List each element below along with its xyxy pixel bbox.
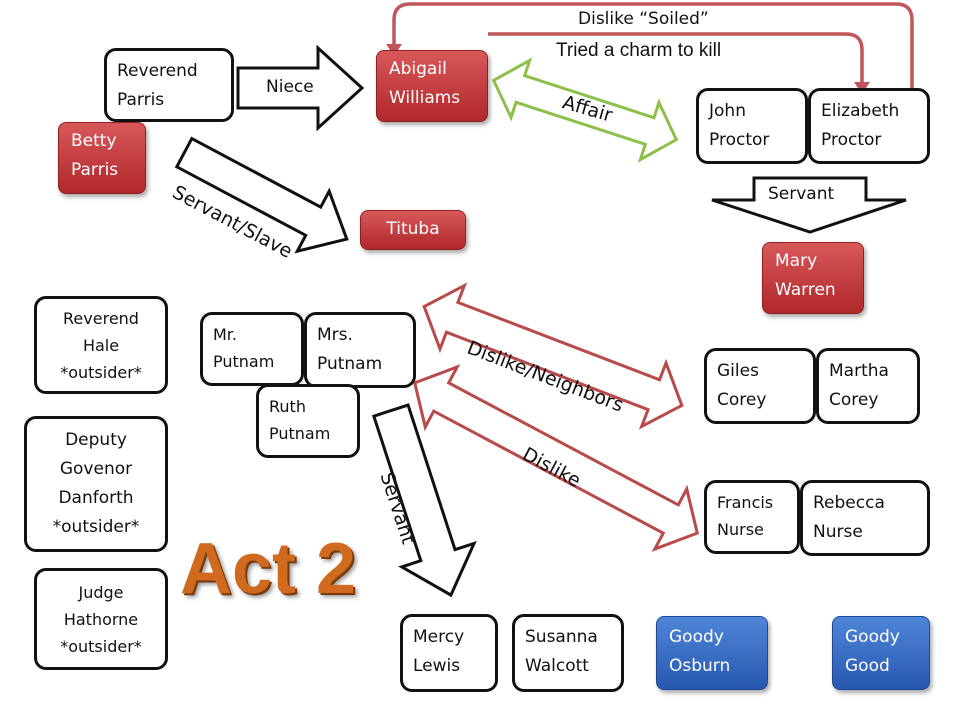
act-title: Act 2: [180, 529, 357, 609]
box-martha-corey: Martha Corey: [816, 348, 920, 424]
box-mercy-lewis: Mercy Lewis: [400, 614, 498, 692]
box-goody-good: Goody Good: [832, 616, 930, 690]
affair-arrow: [491, 57, 679, 163]
box-francis-nurse: Francis Nurse: [704, 480, 800, 554]
dislike-neighbors-arrow: [422, 282, 684, 430]
dislike-soiled-arrow: [392, 2, 914, 90]
box-mr-putnam: Mr. Putnam: [200, 312, 304, 386]
box-mrs-putnam: Mrs. Putnam: [304, 312, 416, 388]
box-john-proctor: John Proctor: [696, 88, 808, 164]
box-judge-hathorne: Judge Hathorne *outsider*: [34, 568, 168, 670]
box-giles-corey: Giles Corey: [704, 348, 816, 424]
dislike-soiled-label: Dislike “Soiled”: [578, 9, 709, 29]
box-susanna-walcott: Susanna Walcott: [512, 614, 624, 692]
servant-proctor-arrow: [711, 176, 907, 234]
niece-label: Niece: [266, 77, 314, 97]
box-tituba: Tituba: [360, 210, 466, 250]
box-deputy-danforth: Deputy Govenor Danforth *outsider*: [24, 416, 168, 552]
box-reverend-hale: Reverend Hale *outsider*: [34, 296, 168, 394]
servant-slave-arrow: [174, 136, 349, 254]
box-betty-parris: Betty Parris: [58, 122, 146, 194]
servant-putnam-arrow: [371, 403, 477, 598]
niece-arrow: [236, 44, 365, 132]
box-reverend-parris: Reverend Parris: [104, 48, 234, 122]
tried-charm-arrow: [488, 32, 864, 84]
box-rebecca-nurse: Rebecca Nurse: [800, 480, 930, 556]
tried-charm-label: Tried a charm to kill: [556, 40, 722, 61]
box-abigail-williams: Abigail Williams: [376, 50, 488, 122]
dislike-arrow: [412, 364, 700, 552]
box-ruth-putnam: Ruth Putnam: [256, 384, 360, 458]
servant-proctor-label: Servant: [768, 184, 835, 204]
box-elizabeth-proctor: Elizabeth Proctor: [808, 88, 930, 164]
box-mary-warren: Mary Warren: [762, 242, 864, 314]
box-goody-osburn: Goody Osburn: [656, 616, 768, 690]
